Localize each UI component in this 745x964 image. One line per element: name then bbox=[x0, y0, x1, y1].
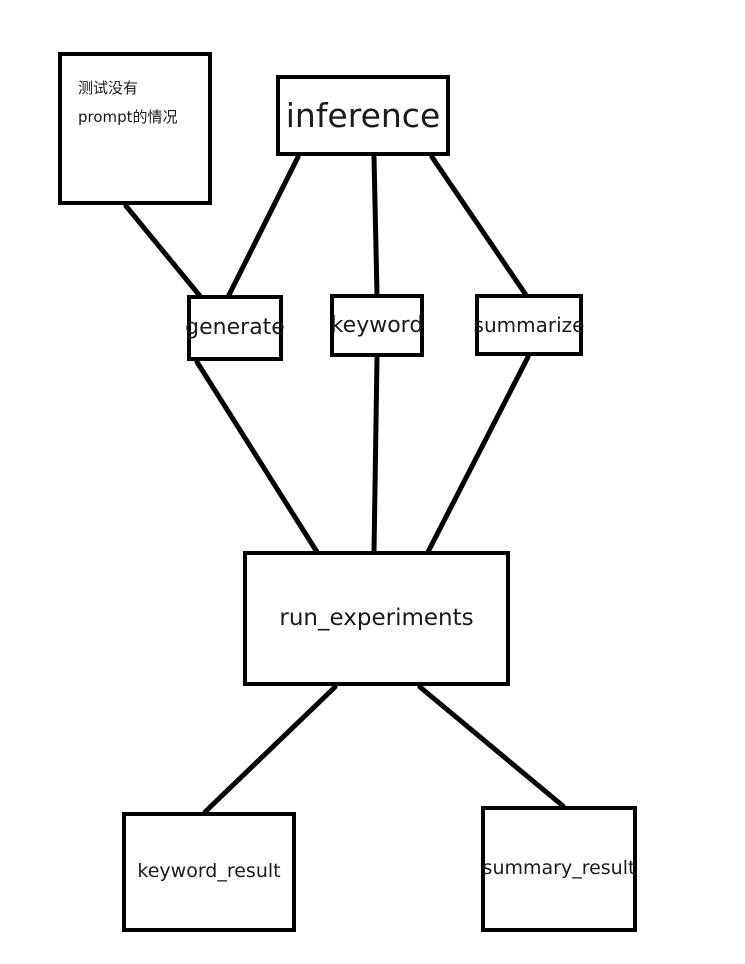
node-keyword-label: keyword bbox=[330, 312, 424, 338]
node-inference-label: inference bbox=[285, 95, 441, 135]
edge-run-experiments-keyword-result bbox=[202, 684, 338, 815]
edge-keyword-run-experiments bbox=[371, 355, 380, 555]
edge-run-experiments-summary-result bbox=[417, 684, 566, 809]
edge-note-generate bbox=[123, 203, 203, 299]
node-keyword[interactable]: keyword bbox=[330, 294, 424, 357]
node-note-label-line2: prompt的情况 bbox=[78, 107, 178, 126]
node-note-label-line1: 测试没有 bbox=[78, 79, 139, 97]
edge-generate-run-experiments bbox=[194, 359, 320, 555]
node-inference[interactable]: inference bbox=[276, 75, 450, 156]
node-keyword-result-label: keyword_result bbox=[137, 860, 281, 883]
node-summary-result-label: summary_result bbox=[482, 857, 636, 880]
edge-inference-generate bbox=[225, 154, 301, 300]
edge-inference-summarize bbox=[429, 154, 529, 298]
edge-summarize-run-experiments bbox=[425, 354, 531, 555]
node-run-experiments-label: run_experiments bbox=[279, 605, 474, 632]
node-note-no-prompt[interactable]: 测试没有 prompt的情况 bbox=[58, 52, 212, 205]
node-generate-label: generate bbox=[185, 315, 285, 341]
node-summarize-label: summarize bbox=[473, 312, 585, 337]
node-generate[interactable]: generate bbox=[185, 295, 285, 361]
node-summarize[interactable]: summarize bbox=[473, 294, 585, 356]
node-note-label: 测试没有 prompt的情况 bbox=[62, 56, 178, 131]
node-keyword-result[interactable]: keyword_result bbox=[122, 812, 296, 932]
edge-inference-keyword bbox=[371, 154, 380, 298]
node-summary-result[interactable]: summary_result bbox=[481, 806, 637, 932]
node-run-experiments[interactable]: run_experiments bbox=[243, 551, 510, 686]
